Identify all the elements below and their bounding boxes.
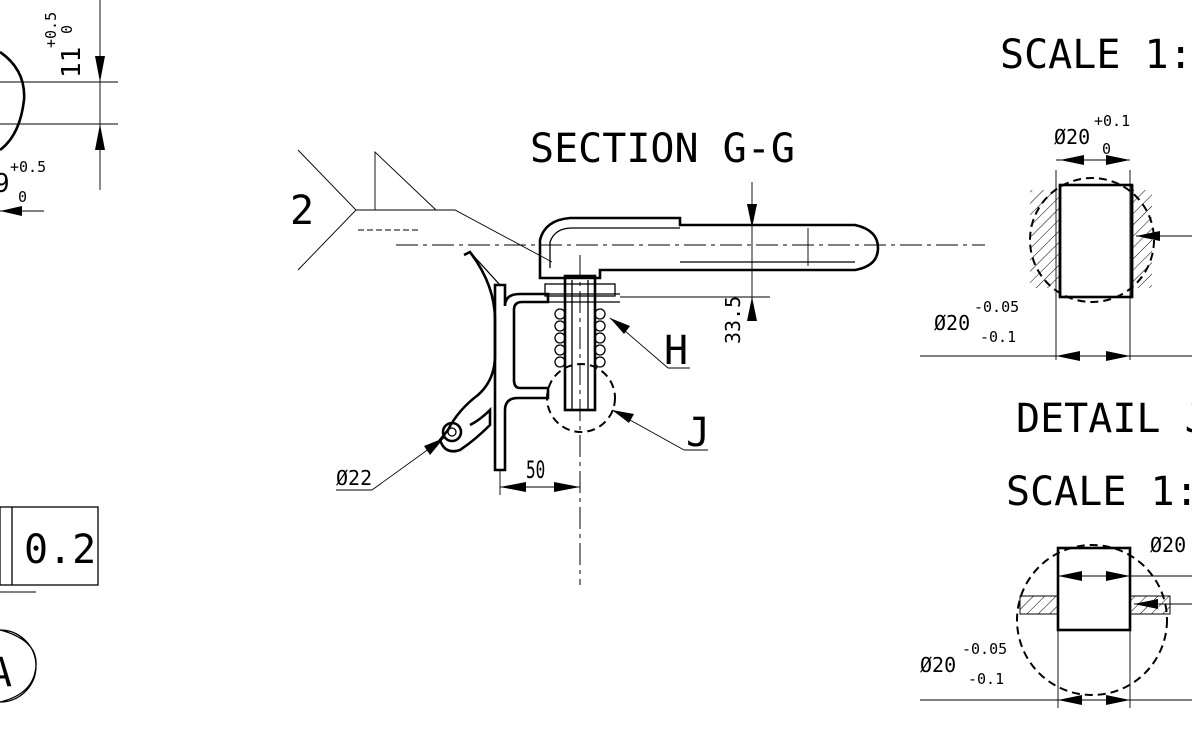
datum-circle [0, 629, 37, 703]
dim-9-tol-upper: +0.5 [10, 158, 46, 176]
detail-top: SCALE 1:2 Ø20 +0.1 0 Ø20 -0.05 -0.1 [920, 32, 1192, 361]
callout-h: H [664, 328, 688, 374]
datum-letter: A [0, 650, 12, 696]
detail-j-title: DETAIL J [1016, 396, 1192, 442]
section-gg: SECTION G-G 2 [290, 126, 985, 585]
dim-11-main: 11 [57, 47, 87, 78]
detail-j-dim-bottom-main: Ø20 [920, 653, 956, 677]
tolerance-value: 0.2 [24, 527, 96, 573]
detail-top-dim-top-main: Ø20 [1054, 125, 1090, 149]
spring [554, 308, 606, 368]
bracket [493, 283, 550, 472]
detail-j-dim-bottom-tol-lower: -0.1 [968, 670, 1004, 688]
dim-diameter-22: Ø22 [336, 466, 372, 490]
detail-j-circle [546, 363, 616, 433]
dim-11-tol-upper: +0.5 [42, 12, 60, 48]
detail-top-scale: SCALE 1:2 [1000, 32, 1192, 78]
detail-top-dim-top-tol-lower: 0 [1102, 140, 1111, 158]
left-partial-circle [0, 50, 26, 152]
detail-top-dim-bottom-main: Ø20 [934, 311, 970, 335]
dim-9-tol-lower: 0 [18, 188, 27, 206]
detail-j-dim-bottom-tol-upper: -0.05 [962, 640, 1007, 658]
detail-j-scale: SCALE 1:2 [1006, 469, 1192, 515]
detail-j-dim-top-main: Ø20 [1150, 533, 1186, 557]
dim-11-tol-lower: 0 [58, 25, 76, 34]
detail-j: DETAIL J SCALE 1:2 Ø20 Ø20 -0.05 -0.1 [920, 396, 1192, 708]
dim-9-main: 9 [0, 169, 10, 199]
dim-50: 50 [526, 456, 545, 484]
section-gg-title: SECTION G-G [530, 126, 795, 172]
plunger [563, 274, 597, 412]
label-2: 2 [290, 188, 314, 234]
detail-top-dim-bottom-tol-upper: -0.05 [974, 298, 1019, 316]
handle-outer [538, 216, 880, 280]
bent-tab [438, 250, 497, 453]
detail-top-dim-bottom-tol-lower: -0.1 [980, 328, 1016, 346]
left-fragment: 11 +0.5 0 9 +0.5 0 0.2 A [0, 0, 118, 703]
callout-j: J [686, 410, 710, 456]
dim-33-5: 33.5 [721, 296, 745, 344]
detail-top-dim-top-tol-upper: +0.1 [1094, 112, 1130, 130]
